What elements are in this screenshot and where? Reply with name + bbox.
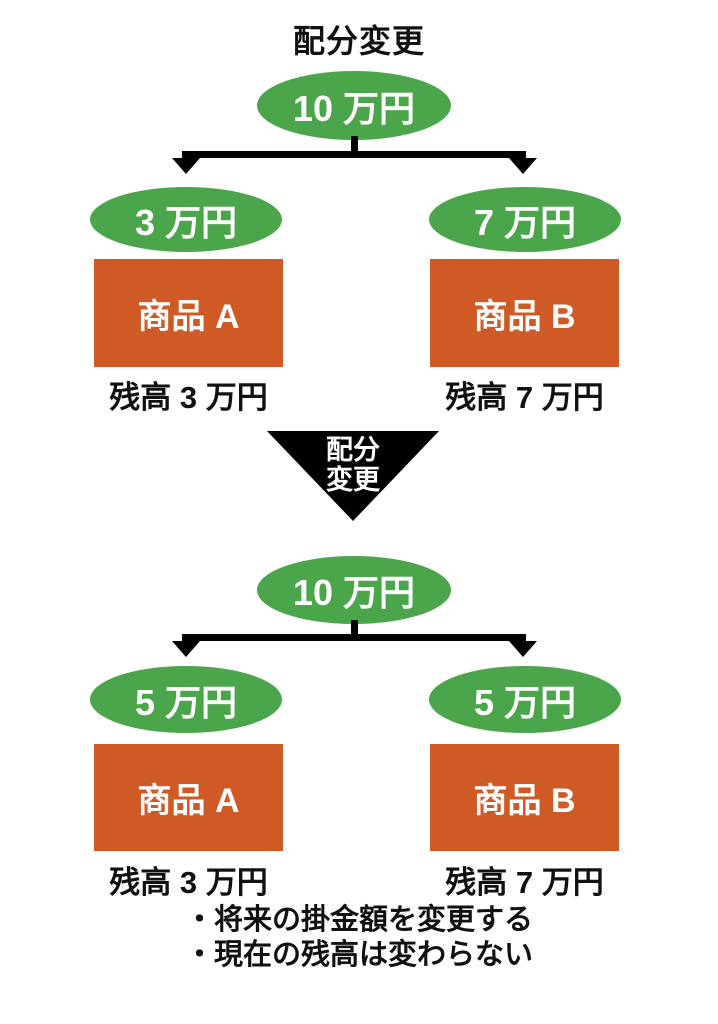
after-right-allocation-label: 5 万円 (473, 681, 577, 723)
before-left-arrow-icon (172, 158, 200, 174)
transition-label-line1: 配分 (326, 435, 380, 465)
after-product-a-box: 商品 A (94, 744, 283, 851)
after-left-arrow-icon (172, 641, 200, 657)
after-stem-line (351, 620, 358, 638)
before-stem-line (351, 136, 358, 154)
before-right-arrow-icon (509, 158, 537, 174)
after-left-allocation-label: 5 万円 (134, 681, 238, 723)
after-product-a-label: 商品 A (137, 782, 240, 820)
note-item: ・将来の掛金額を変更する (184, 904, 533, 936)
notes-block: ・将来の掛金額を変更する ・現在の残高は変わらない (0, 903, 718, 973)
note-item: ・現在の残高は変わらない (184, 939, 533, 971)
before-product-a-label: 商品 A (137, 297, 240, 336)
transition-triangle (267, 431, 439, 521)
before-right-allocation-ellipse: 7 万円 (429, 187, 621, 252)
before-left-balance: 残高 3 万円 (109, 380, 268, 415)
transition-label-line2: 変更 (326, 465, 380, 495)
transition-label: 配分 変更 (267, 435, 439, 495)
page-title: 配分変更 (292, 23, 425, 59)
after-left-balance: 残高 3 万円 (109, 865, 268, 900)
after-total-ellipse: 10 万円 (257, 556, 451, 624)
before-left-allocation-label: 3 万円 (134, 201, 238, 243)
before-right-allocation-label: 7 万円 (473, 201, 577, 243)
after-product-b-label: 商品 B (473, 782, 576, 820)
after-total-label: 10 万円 (292, 572, 416, 613)
after-right-balance: 残高 7 万円 (445, 865, 604, 900)
before-product-a-box: 商品 A (94, 259, 283, 367)
before-product-b-label: 商品 B (473, 297, 576, 336)
before-total-ellipse: 10 万円 (257, 71, 451, 140)
before-right-balance: 残高 7 万円 (445, 380, 604, 415)
notes-list: ・将来の掛金額を変更する ・現在の残高は変わらない (185, 903, 533, 973)
before-product-b-box: 商品 B (430, 259, 619, 367)
before-branch-line (182, 151, 526, 158)
before-total-label: 10 万円 (292, 87, 416, 129)
after-left-allocation-ellipse: 5 万円 (90, 666, 282, 733)
after-product-b-box: 商品 B (430, 744, 619, 851)
before-left-allocation-ellipse: 3 万円 (90, 187, 282, 252)
after-branch-line (182, 634, 526, 641)
after-right-arrow-icon (509, 641, 537, 657)
after-right-allocation-ellipse: 5 万円 (429, 666, 621, 733)
